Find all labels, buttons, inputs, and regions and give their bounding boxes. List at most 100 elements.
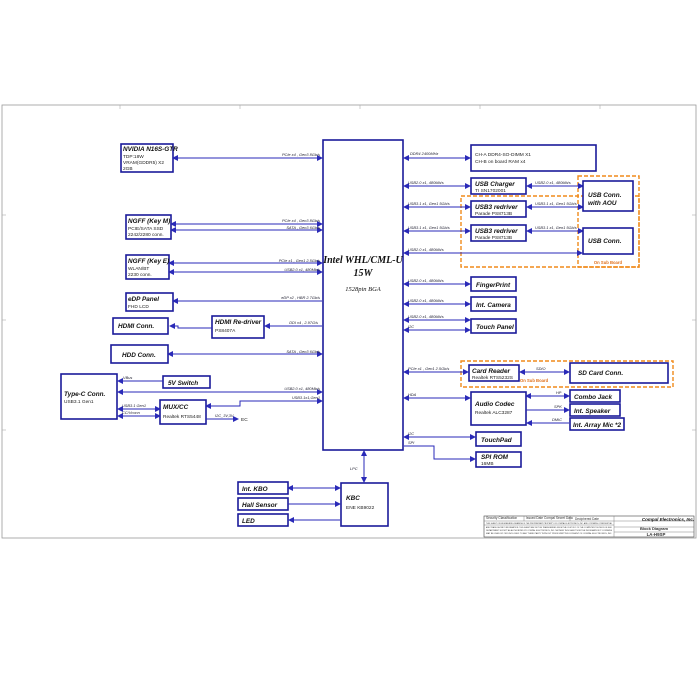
mux-cc-block [159,399,207,425]
usb-conn-aou-title: USB Conn. [588,192,622,199]
link-hdmi-out [169,323,212,329]
cpu-tdp: 15W [354,268,374,279]
mux-cc-title: MUX/CC [163,404,189,411]
hdd-conn-title: HDD Conn. [122,352,156,359]
link-usbconn-label: USB2.0 x1, 480Mb/s [408,247,444,252]
link-edp-label: eDP x2 , HBR 2.7Gb/s [281,295,320,300]
gpu-line3: 2GB [123,166,133,172]
link-hp-label: HP [556,390,562,395]
link-mux-usb3 [205,398,323,409]
ngff-keym-line1: PCIE/SATA SSD [128,226,164,232]
usb-conn-aou-block [582,180,634,212]
sd-card-title: SD Card Conn. [578,370,623,377]
link-sdio-label: SDIO [536,366,546,371]
ngff-keym-block [125,214,172,240]
edp-panel-title: eDP Panel [128,296,159,303]
ngff-keye-title: NGFF (Key E) [128,258,169,265]
gpu-line2: VRAM(GDDR5) X2 [123,160,164,166]
link-gpu-label: PCIe x4 , Gen3 8Gb/s [282,152,320,157]
link-spk-label: SPK [554,404,562,409]
link-ngffm-sata-label: SATA , Gen3 6Gb/s [286,225,320,230]
frame-ticks [2,105,696,431]
kbc-block [340,482,389,527]
ngff-keym-title: NGFF (Key M) [128,218,170,225]
ngff-keye-line2: 2230 conn. [128,272,152,278]
camera-title: Int. Camera [476,302,511,309]
link-ngffe-usb-label: USB2.0 x1, 480Mb/s [284,267,320,272]
link-redriver1-out-label: USB3.1 x1, Gen1 5Gb/s [535,201,577,206]
kbc-line1: ENE KB9022 [346,505,375,511]
spi-rom-block [475,451,522,468]
usb-charger-line1: TI SN1702001 [475,188,506,194]
audio-codec-title: Audio Codec [474,401,515,408]
link-fingerprint-label: USB2.0 x1, 480Mb/s [408,278,444,283]
touchpad-title: TouchPad [481,437,513,444]
tb-model: LA-H9SP [647,532,666,537]
link-touchpanel-i2c-label: I2C [408,324,414,329]
link-touchpanel-usb-label: USB2.0 x1, 480Mb/s [408,314,444,319]
link-lpc-label: LPC [350,466,358,471]
ngff-keym-line2: 2242/2280 conn. [128,232,164,238]
combo-jack-block [569,389,621,403]
link-cc-label: CC/Vconn [122,410,140,415]
link-usb31-label: USB3.1 Gen1 [122,403,146,408]
tb-security: Security Classification [486,516,517,520]
usb3-redriver2-line1: Parade PS8713B [475,235,512,241]
link-hda-label: HDA [408,392,417,397]
link-spi [404,445,476,462]
link-camera-label: USB2.0 x1, 480Mb/s [408,298,444,303]
touchpad-block [475,431,522,447]
usb3-redriver1-line1: Parade PS8713B [475,211,512,217]
tb-company: Compal Electronics, Inc. [642,517,694,522]
int-speaker-title: Int. Speaker [574,408,611,415]
sub-board-note-card: On Sub Board [520,378,549,383]
link-redriver1-label: USB3.1 x1, Gen1 5Gb/s [408,201,450,206]
tb-issued: Issued Date [526,516,543,520]
usb-conn-aou-title2: with AOU [588,200,617,207]
sheet-frame [1,104,697,539]
link-ddr-label: DDR4 2400MHz [410,151,438,156]
touch-panel-title: Touch Panel [476,324,514,331]
usb-conn-block [582,227,634,255]
sub-board-usb-outer [577,175,640,268]
switch-5v-title: 5V Switch [168,380,198,387]
tb-notice4: MAY BE USED BY OR DISCLOSED TO ANY THIRD… [486,532,612,535]
hdmi-redriver-title: HDMI Re-driver [215,319,262,326]
usb3-redriver2-title: USB3 redriver [475,228,518,235]
link-spi-label: SPI [408,440,415,445]
card-reader-line1: Realtek RTS5232S [472,375,513,381]
cpu-block [322,139,404,451]
gpu-title: NVIDIA N16S-GTR [123,146,178,153]
audio-codec-block [470,391,527,426]
title-block [483,515,695,538]
link-mux-usb3-label: USB3.1x1,Gen1 [292,395,320,400]
hdmi-conn-title: HDMI Conn. [118,323,154,330]
int-speaker-block [569,403,621,417]
gpu-block [120,143,174,173]
usb3-redriver1-title: USB3 redriver [475,204,518,211]
spi-rom-line1: 16MB [481,461,494,467]
link-redriver2-label: USB3.1 x1, Gen1 5Gb/s [408,225,450,230]
link-cardreader-label: PCIe x1 , Gen1 2.5Gb/s [408,366,449,371]
tb-doc-title: Block Diagram [640,526,668,531]
gpu-line1: TDP:18W [123,154,144,160]
int-array-mic-title: Int. Array Mic *2 [573,422,622,429]
link-ngffm-pcie-label: PCIe x4 , Gen3 8Gb/s [282,218,320,223]
link-typec-usb2-label: USB2.0 x1, 480Mb/s [284,386,320,391]
cpu-package: 1528pin BGA [345,286,381,293]
typec-conn-block [60,373,118,420]
usb-charger-title: USB Charger [475,181,515,188]
sd-card-block [569,362,669,384]
combo-jack-title: Combo Jack [574,394,612,401]
hall-sensor-title: Hall Sensor [242,502,278,509]
spi-rom-title: SPI ROM [481,454,509,461]
hdmi-redriver-line1: PS8407A [215,328,236,334]
fingerprint-block [470,276,517,292]
ec-label: EC [241,417,248,423]
link-vbus-label: VBus [123,375,132,380]
tb-notice2: AND TRADE SECRET INFORMATION. THIS SHEET… [486,526,612,529]
camera-block [470,296,517,312]
tb-secret: Compal Secret Data [544,516,573,520]
sub-board-note-usb: On Sub Board [594,260,623,265]
